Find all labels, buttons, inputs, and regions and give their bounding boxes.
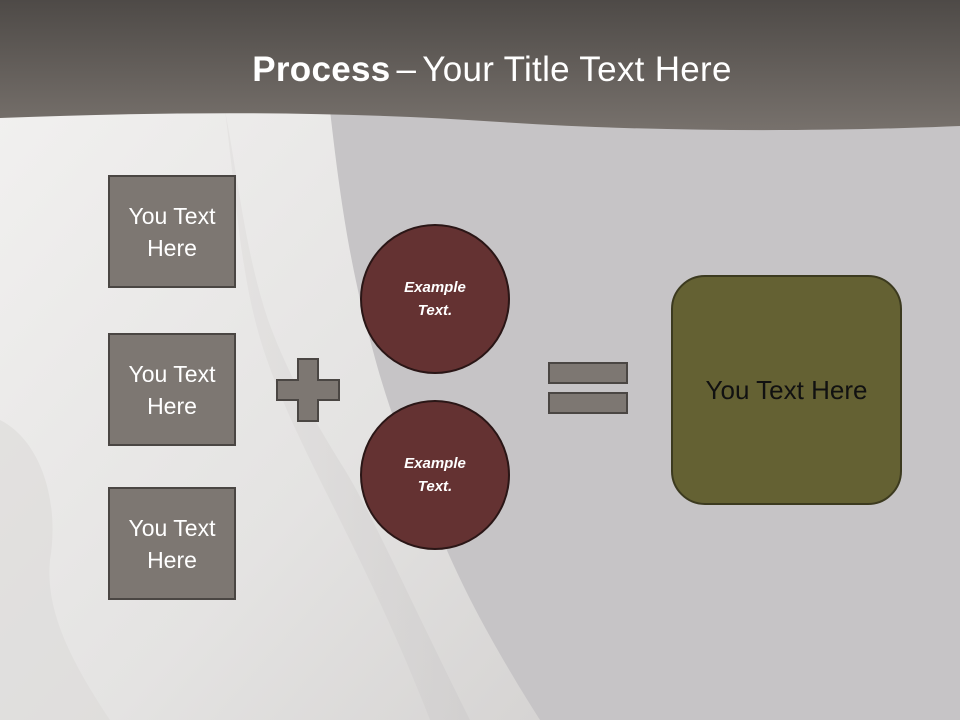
input-box-2: You Text Here: [108, 333, 236, 446]
title-bold-part: Process: [252, 50, 391, 89]
equals-icon: [548, 362, 628, 414]
result-box: You Text Here: [671, 275, 902, 505]
input-box-1: You Text Here: [108, 175, 236, 288]
example-circle-1: Example Text.: [360, 224, 510, 374]
input-box-3: You Text Here: [108, 487, 236, 600]
title-dash: –: [396, 50, 417, 89]
slide-title: Process–Your Title Text Here: [0, 50, 960, 90]
example-circle-2: Example Text.: [360, 400, 510, 550]
plus-icon: [276, 358, 340, 422]
title-rest: Your Title Text Here: [422, 50, 732, 89]
